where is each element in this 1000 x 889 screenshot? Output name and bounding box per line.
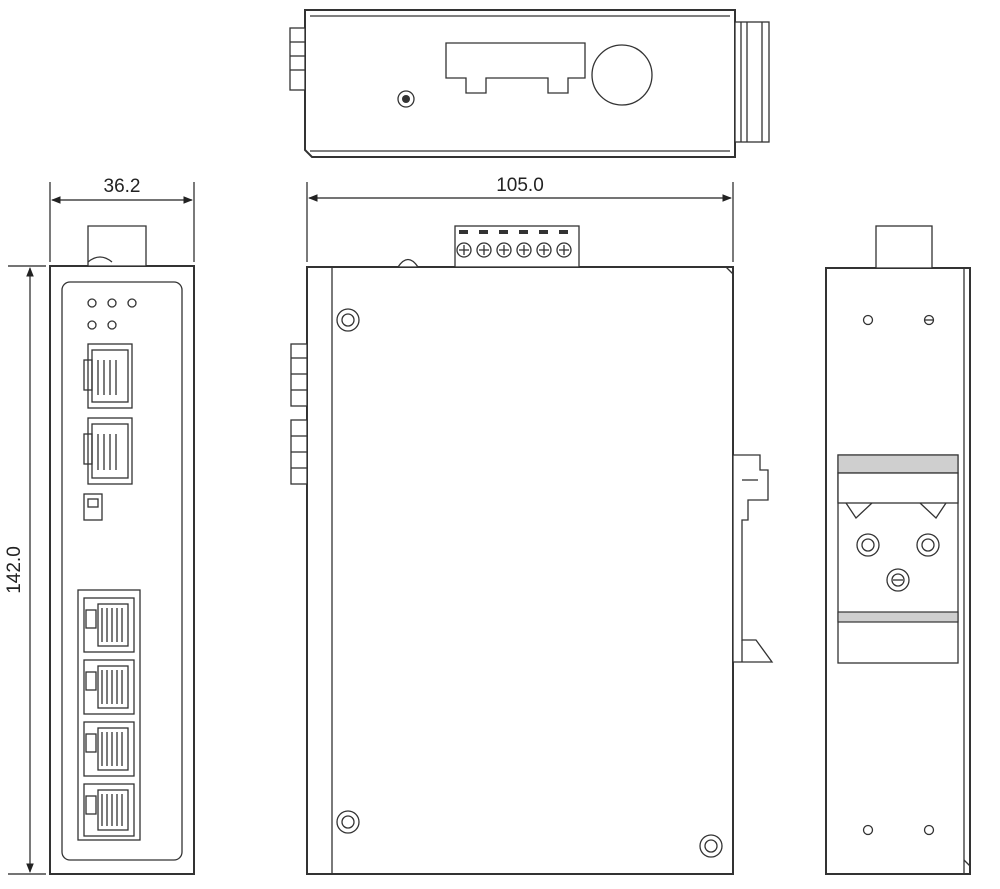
top-view bbox=[289, 9, 770, 158]
width-dimension-label: 36.2 bbox=[104, 176, 141, 197]
back-view bbox=[825, 225, 971, 875]
length-dimension: 105.0 bbox=[306, 175, 734, 262]
length-dimension-label: 105.0 bbox=[496, 175, 544, 196]
front-view: 36.2 142.0 bbox=[4, 176, 195, 875]
height-dimension-label: 142.0 bbox=[4, 546, 25, 594]
side-view bbox=[290, 225, 774, 875]
